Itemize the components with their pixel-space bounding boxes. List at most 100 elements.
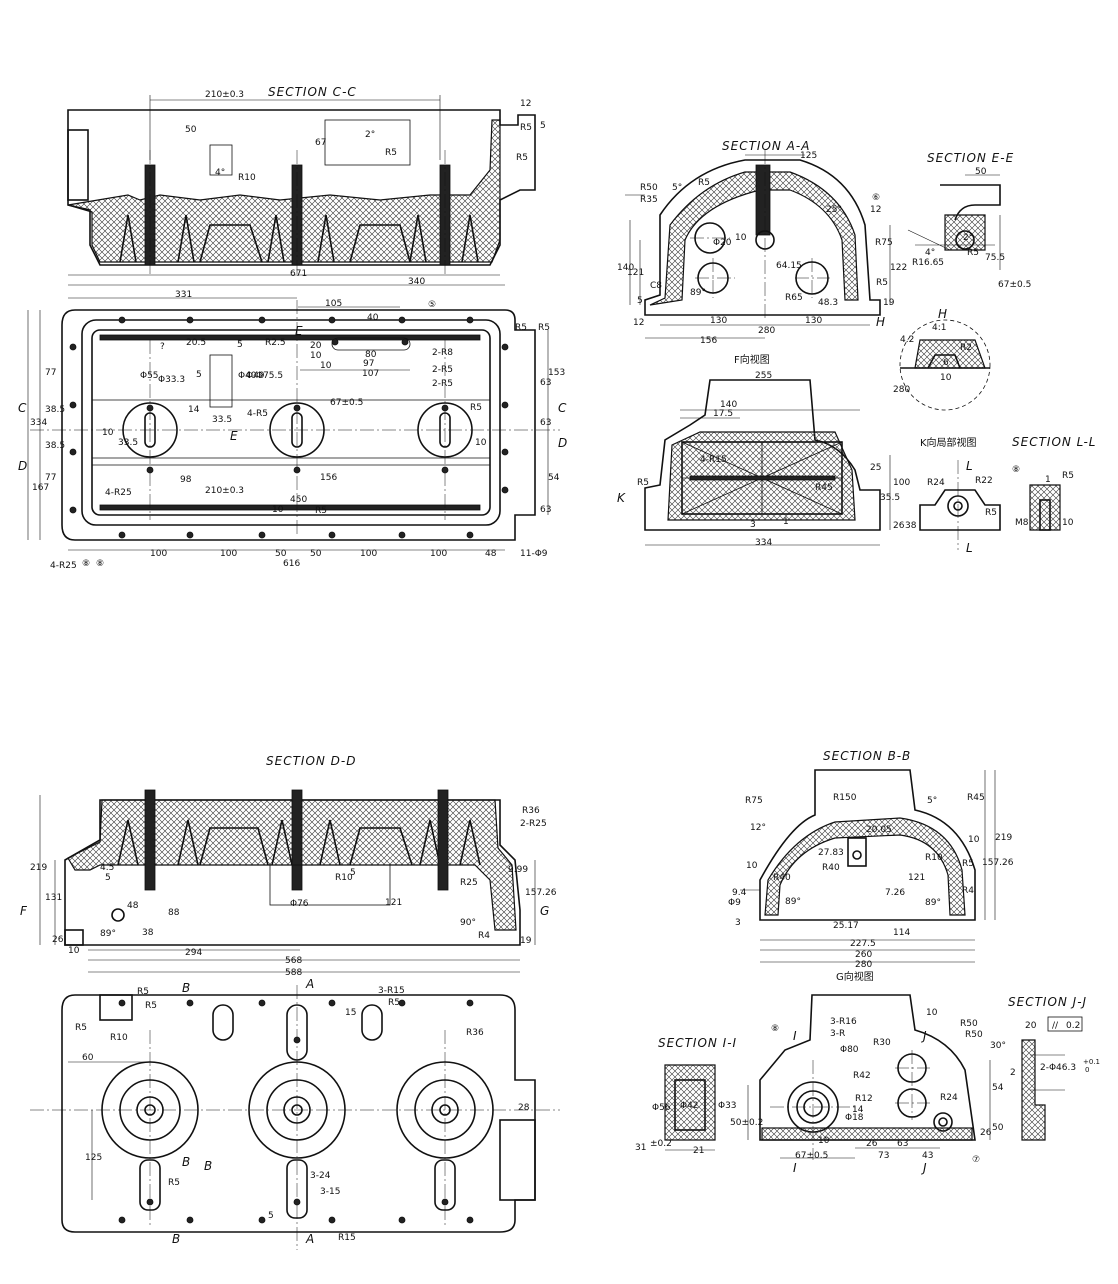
section-e-e-title: SECTION E-E [927,151,1014,165]
dim: 54 [548,473,560,483]
dim: R75 [745,796,763,806]
label: D [18,459,28,473]
dim: R16.65 [912,258,944,268]
section-c-c-view: SECTION C-C 210±0.3 12 5 50 67 2° R5 R5 … [67,85,546,279]
dim: R36 [522,806,540,816]
callout: ⑧ [771,1024,779,1034]
dim: 334 [30,418,47,428]
dim: Φ49 [246,371,265,381]
label: L [966,541,974,555]
dim: 4-R5 [247,409,268,419]
dim: 12 [633,318,644,328]
dim: Φ55 [140,371,159,381]
dim: M8 [1015,518,1029,528]
section-c-c-title: SECTION C-C [268,85,357,99]
dim: R5 [967,248,979,258]
dim: 19 [520,936,532,946]
dim: 89° [785,897,801,907]
dim: 219 [30,863,47,873]
g-view-title: G向视图 [836,970,874,983]
dim: 75.5 [985,253,1005,263]
dim: 9.4 [732,888,747,898]
dim: R5 [520,123,532,133]
dim: ±0.2 [650,1139,672,1149]
dim: 107 [362,369,379,379]
dim: 616 [283,559,300,569]
dim: 131 [45,893,62,903]
dim: 10 [926,1008,938,1018]
dim: Φ56 [652,1103,671,1113]
dim: 121 [627,268,644,278]
dim: 255 [755,371,772,381]
tolerance-symbol: // [1052,1021,1059,1031]
dim: 5 [350,868,356,878]
k-view-title: K向局部视图 [920,436,977,449]
dim: 280 [758,326,775,336]
dim: 2-R8 [432,348,453,358]
dim: R4 [478,931,490,941]
dim: R5 [75,1023,87,1033]
section-d-d-view: SECTION D-D R36 2-R25 219 131 4.5 5 48 8… [20,754,557,978]
dim: 5 [237,340,243,350]
dim: 210±0.3 [205,90,244,100]
dim: 50 [975,167,987,177]
dim: 15 [345,1008,356,1018]
dim: Φ80 [840,1045,859,1055]
label: B [182,1155,191,1169]
dim: 2° [963,233,973,243]
dim: Φ33.3 [158,375,185,385]
dim: 122 [890,263,907,273]
dim: 0 [1085,1066,1089,1074]
dim: 10 [746,861,758,871]
dim: 25.17 [833,921,859,931]
dim: R5 [388,998,400,1008]
detail-h-title: H [938,307,948,321]
dim: 38.5 [45,405,65,415]
dim: 80 [365,350,377,360]
dim: 3 [735,918,741,928]
dim: R40 [822,863,840,873]
dim: 30° [990,1041,1006,1051]
dim: 14 [852,1105,864,1115]
dim: C8 [650,281,662,291]
dim: 25 [870,463,881,473]
dim: 105 [325,299,342,309]
dim: 130 [710,316,727,326]
dim: 3-24 [310,1171,331,1181]
dim: R5 [985,508,997,518]
callout: ⑧ [96,559,104,569]
label: F [20,904,28,918]
dim: 25° [826,205,842,215]
dim: 50 [992,1123,1004,1133]
dim: 6 [943,358,949,368]
dim: 10 [940,373,952,383]
dim: R5 [515,323,527,333]
dim: 125 [800,151,817,161]
dim: 294 [185,948,202,958]
dim: 3-R15 [378,986,405,996]
dim: R22 [975,476,993,486]
dim: 1 [783,517,789,527]
dim: 97 [363,359,374,369]
dim: 38 [905,521,917,531]
dim: R5 [1062,471,1074,481]
dim: 33.5 [212,415,232,425]
dim: 77 [45,473,56,483]
dim: ⑥ [872,193,880,203]
dim: R5 [516,153,528,163]
dim: 26 [52,935,64,945]
dim: 43 [922,1151,933,1161]
dim: 48 [127,901,139,911]
dim: R10 [925,853,943,863]
dim: R5 [315,506,327,516]
dim: 38 [142,928,154,938]
dim: 568 [285,956,302,966]
dim: R5 [168,1178,180,1188]
section-d-d-title: SECTION D-D [266,754,357,768]
dim: 48 [485,549,497,559]
dim: 10 [475,438,487,448]
dim: 3 [750,520,756,530]
section-a-a-view: SECTION A-A 125 R50 R35 5° R5 ⑥ 12 25° R… [617,139,907,346]
dim: 5° [672,183,682,193]
dim: R25 [460,878,478,888]
